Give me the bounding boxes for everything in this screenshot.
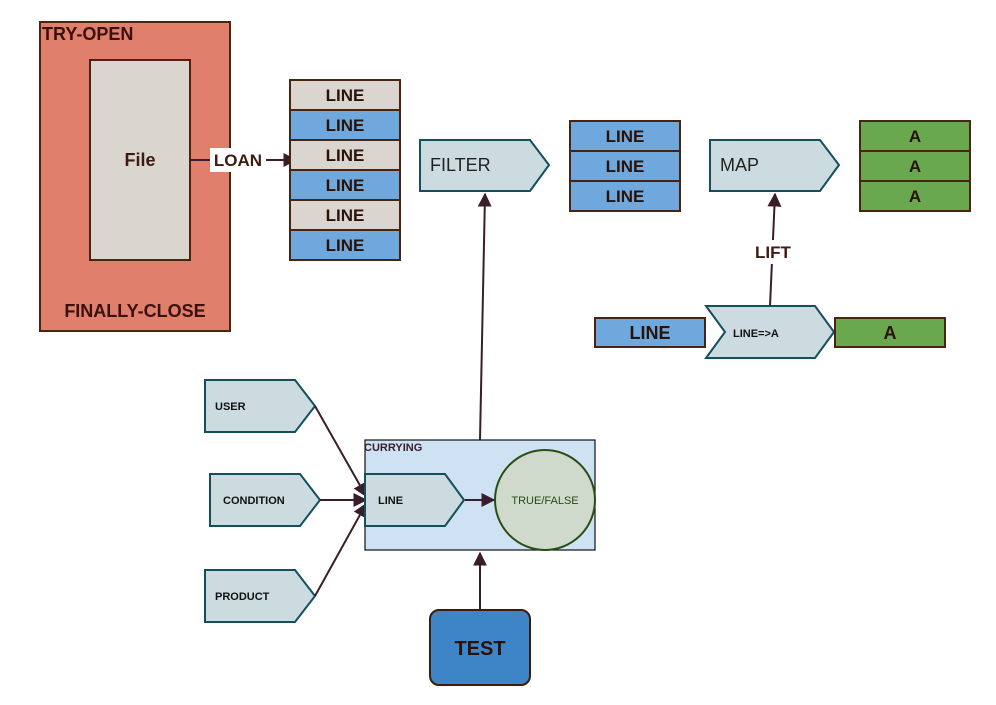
test-label: TEST — [454, 638, 505, 660]
map-label: MAP — [720, 155, 759, 175]
product-label: PRODUCT — [215, 591, 270, 603]
lift-output-a — [834, 317, 946, 348]
filtered-line-label: LINE — [606, 127, 645, 146]
lift-input-label: LINE — [629, 323, 670, 343]
loan-label: LOAN — [214, 151, 262, 170]
lift-function-step — [704, 305, 836, 359]
mapped-a-label: A — [909, 187, 921, 206]
condition-input — [209, 473, 322, 527]
loan-label-bg — [210, 148, 266, 172]
mapped-a-cell — [859, 180, 971, 212]
filtered-line-label: LINE — [606, 187, 645, 206]
loan-line-cell — [289, 139, 401, 171]
file-label: File — [124, 150, 155, 170]
currying-label: CURRYING — [364, 442, 422, 454]
loan-line-label: LINE — [326, 176, 365, 195]
try-open-label: TRY-OPEN — [42, 24, 133, 44]
user-label: USER — [215, 401, 246, 413]
lift-output-label: A — [884, 323, 897, 343]
loan-line-cell — [289, 199, 401, 231]
loan-line-label: LINE — [326, 116, 365, 135]
file-box — [89, 59, 191, 261]
currying-line-step — [364, 473, 466, 527]
loan-line-cell — [289, 169, 401, 201]
finally-close-label: FINALLY-CLOSE — [64, 301, 205, 321]
loan-line-label: LINE — [326, 146, 365, 165]
loan-line-label: LINE — [326, 206, 365, 225]
lift-label-bg — [750, 240, 794, 264]
filtered-line-cell — [569, 120, 681, 152]
filter-step — [419, 139, 551, 192]
mapped-a-label: A — [909, 157, 921, 176]
true-false-label: TRUE/FALSE — [511, 495, 578, 507]
filtered-line-cell — [569, 150, 681, 182]
loan-line-cell — [289, 79, 401, 111]
condition-label: CONDITION — [223, 495, 285, 507]
filtered-line-cell — [569, 180, 681, 212]
lift-function-label: LINE=>A — [733, 328, 779, 340]
currying-to-filter-arrow — [477, 192, 492, 441]
test-box — [429, 609, 531, 686]
mapped-a-label: A — [909, 127, 921, 146]
filtered-lines-stack: LINE LINE LINE — [569, 120, 681, 212]
loan-line-label: LINE — [326, 236, 365, 255]
user-arrow — [314, 405, 367, 498]
loan-line-cell — [289, 229, 401, 261]
loan-line-label: LINE — [326, 86, 365, 105]
user-input — [204, 379, 317, 433]
filtered-line-label: LINE — [606, 157, 645, 176]
currying-line-label: LINE — [378, 495, 403, 507]
mapped-items-stack: AAA — [859, 120, 971, 212]
map-step — [709, 139, 841, 192]
product-arrow — [314, 502, 367, 597]
lift-input-line — [594, 317, 706, 348]
true-false-result — [494, 449, 596, 551]
product-input — [204, 569, 317, 623]
filter-label: FILTER — [430, 155, 491, 175]
loan-lines-stack: LINE LINE LINE LINE LINE LINE — [289, 79, 401, 261]
try-open-block: TRY-OPEN File FINALLY-CLOSE — [39, 21, 231, 332]
lift-label: LIFT — [755, 243, 791, 262]
